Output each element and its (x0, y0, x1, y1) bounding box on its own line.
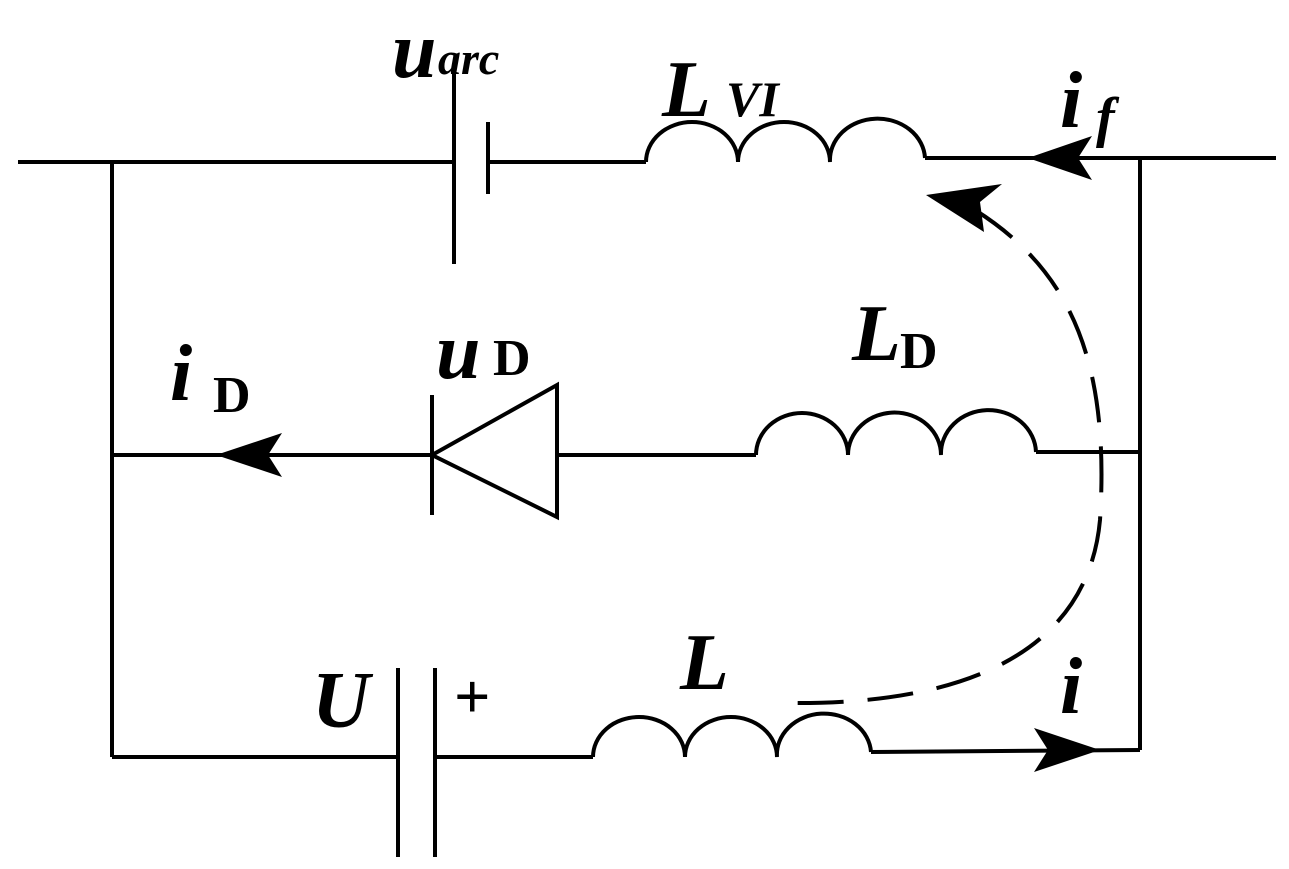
label-if-main: i (1060, 57, 1082, 145)
label-U: U (312, 657, 374, 745)
label-L: L (679, 619, 729, 707)
label-LVI-main: L (661, 46, 711, 134)
label-uD-main: u (436, 308, 481, 396)
label-u-arc-sub: arc (438, 33, 499, 84)
label-i: i (1060, 643, 1082, 731)
label-iD-main: i (170, 330, 192, 418)
inductor-L (591, 711, 873, 758)
diode-triangle (427, 381, 559, 521)
arrow-i (1034, 728, 1100, 772)
label-iD-sub: D (213, 367, 251, 424)
bottom-wire-right (870, 748, 1141, 754)
label-LD-sub: D (900, 323, 938, 380)
arrow-iD (216, 433, 282, 477)
label-if-sub: f (1096, 87, 1120, 149)
arrow-if (1028, 136, 1092, 180)
label-LD-main: L (851, 290, 901, 378)
arrow-loop (926, 184, 1002, 232)
label-uD-sub: D (493, 330, 531, 387)
inductor-LVI (644, 116, 927, 163)
inductor-LD (754, 408, 1038, 456)
current-loop-dashed (789, 208, 1104, 706)
label-plus: + (454, 661, 490, 732)
label-LVI-sub: VI (726, 71, 780, 127)
label-u-arc-main: u (392, 7, 437, 95)
